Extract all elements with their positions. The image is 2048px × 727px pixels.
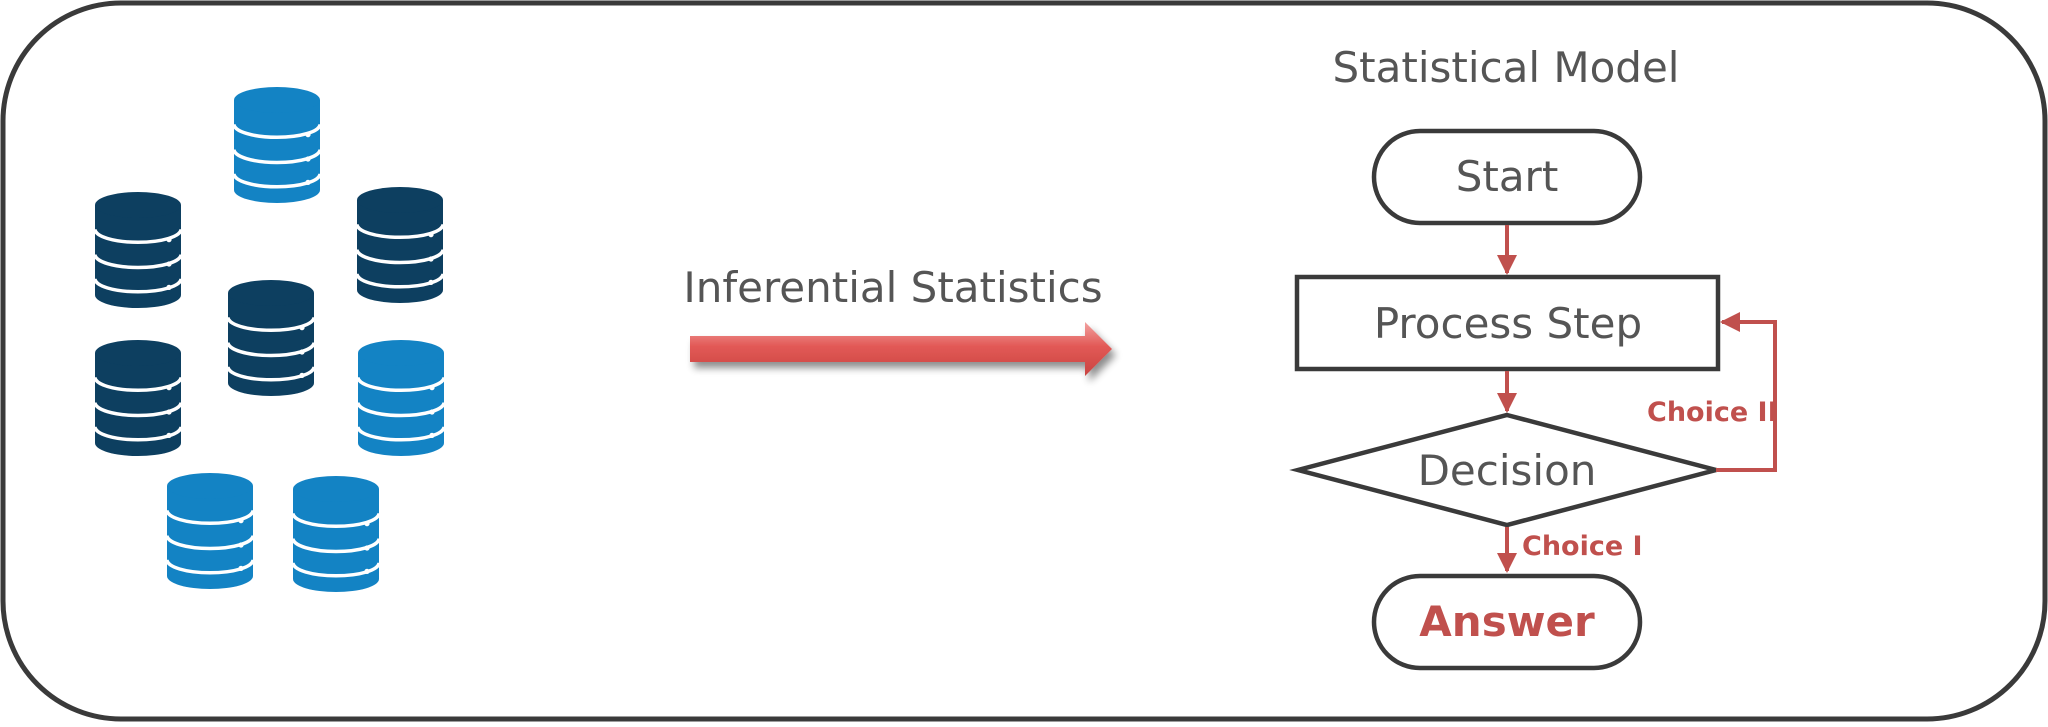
choice-loop-label: Choice II xyxy=(1647,397,1778,428)
connector-loop-back xyxy=(1716,312,1777,472)
decision-node xyxy=(1289,412,1725,528)
database-icon xyxy=(356,340,446,456)
database-icon xyxy=(232,87,322,203)
start-node xyxy=(1371,128,1643,226)
database-icon xyxy=(165,473,255,589)
inference-arrow xyxy=(690,322,1112,376)
decision-label: Decision xyxy=(1418,446,1597,495)
choice-down-label: Choice I xyxy=(1522,531,1643,562)
database-icon xyxy=(93,192,183,308)
process-label: Process Step xyxy=(1374,299,1642,348)
arrow-right-icon xyxy=(690,322,1112,376)
arrow-label: Inferential Statistics xyxy=(683,263,1102,312)
database-icon xyxy=(355,187,445,303)
process-node xyxy=(1294,274,1721,372)
answer-label: Answer xyxy=(1419,597,1595,646)
database-icon xyxy=(226,280,316,396)
model-title: Statistical Model xyxy=(1333,43,1680,92)
database-cluster xyxy=(93,87,446,592)
database-icon xyxy=(291,476,381,592)
answer-node xyxy=(1371,573,1643,671)
start-label: Start xyxy=(1456,152,1559,201)
database-icon xyxy=(93,340,183,456)
